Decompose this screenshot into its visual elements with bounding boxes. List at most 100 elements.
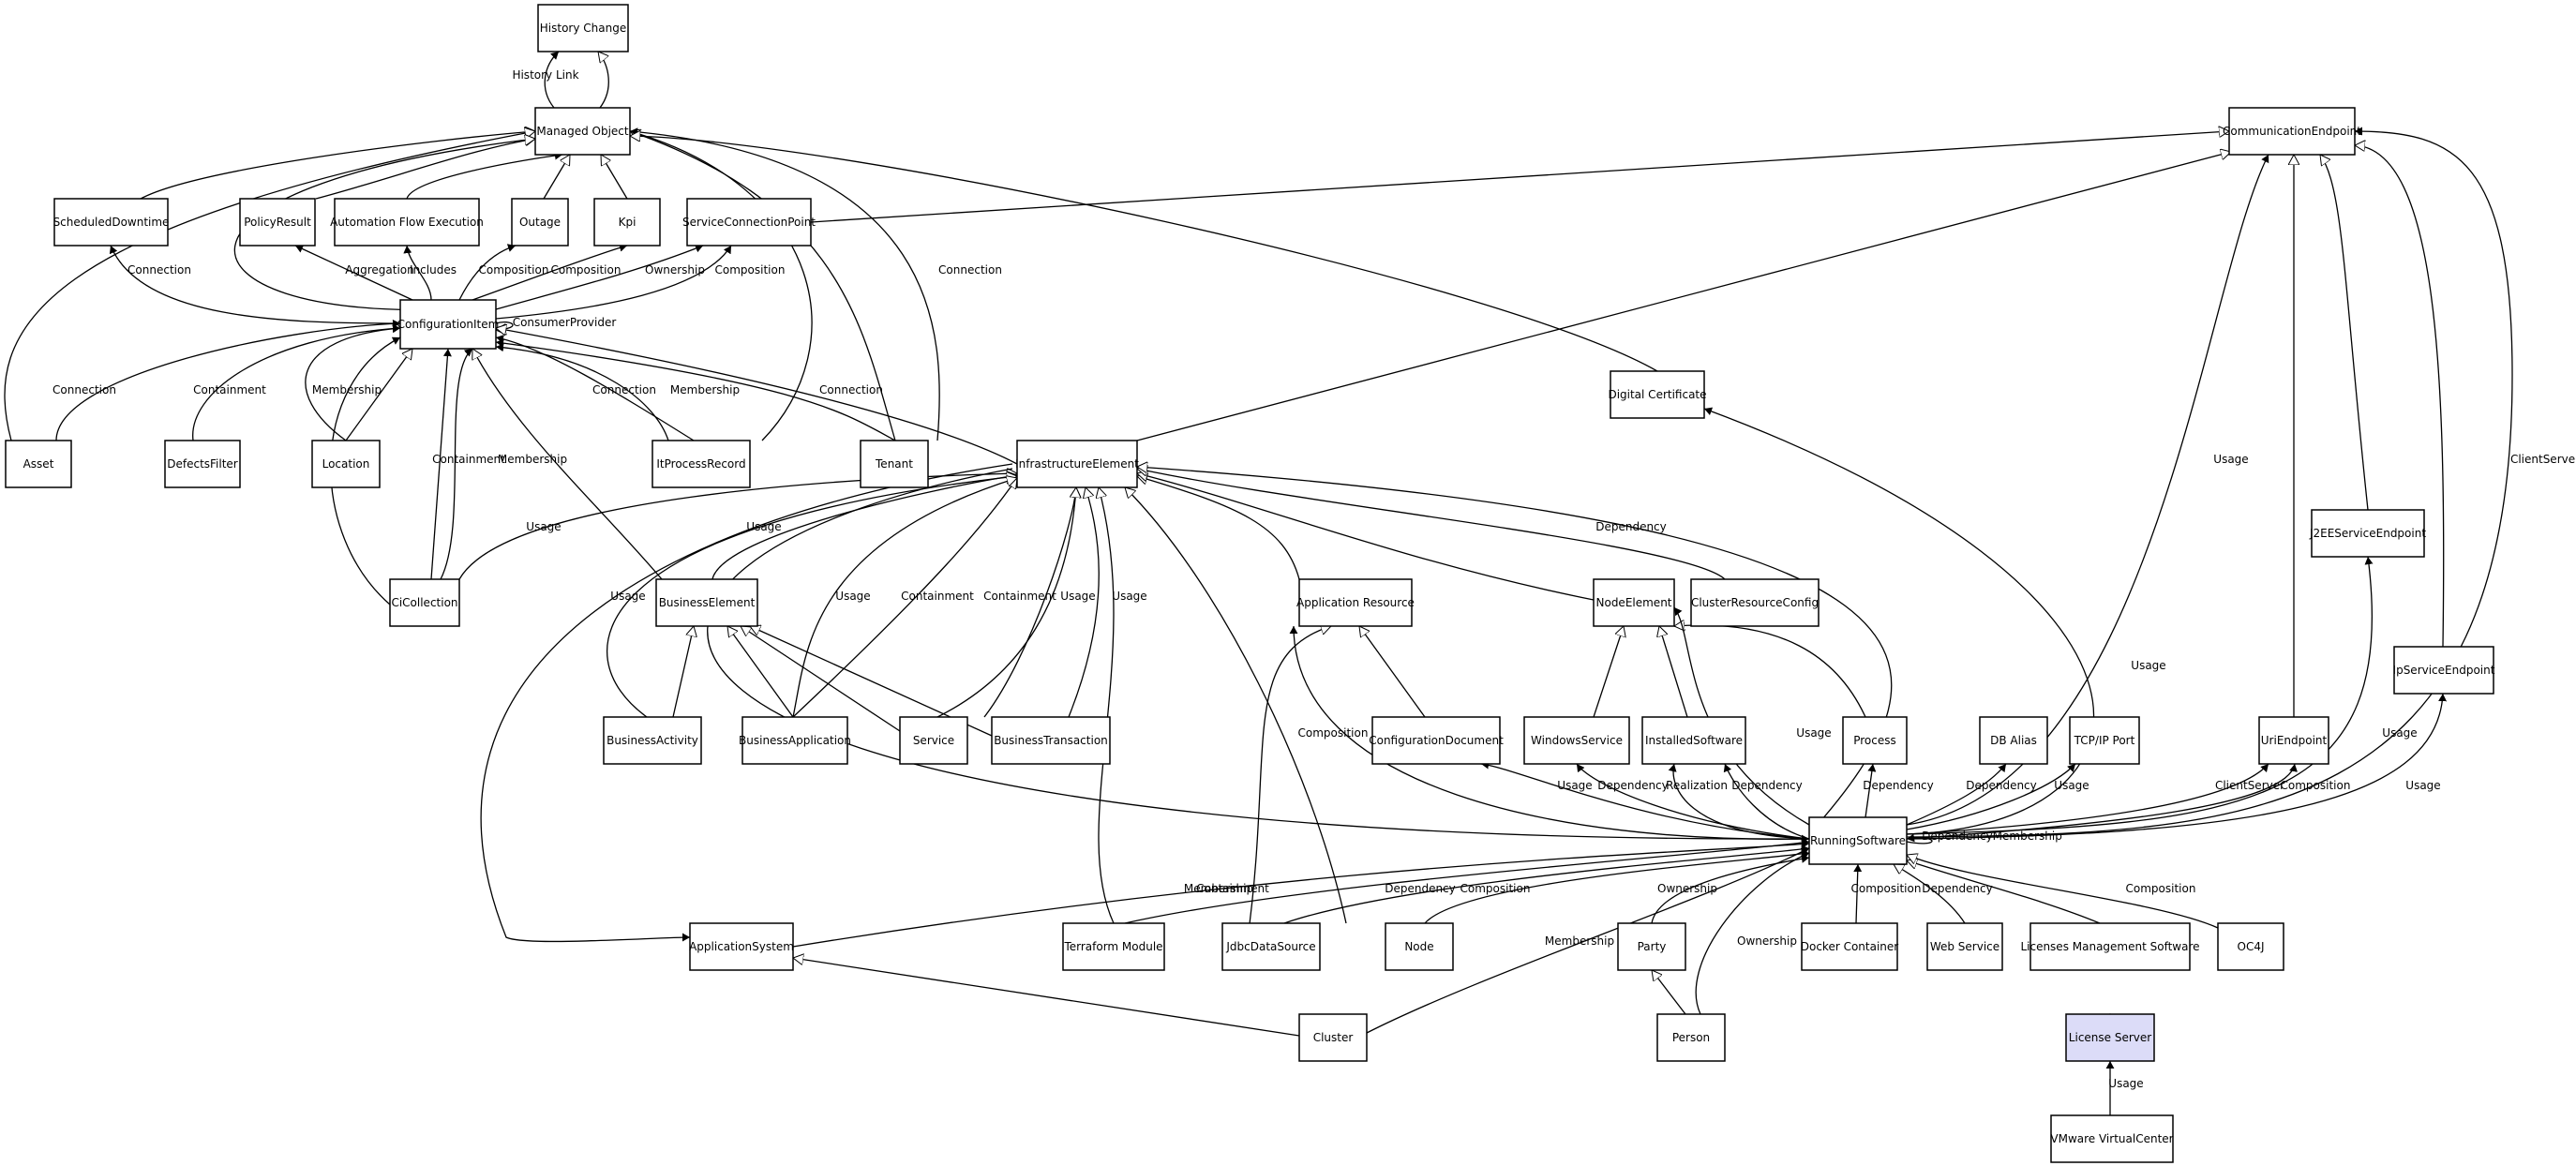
class-node-history-change[interactable]: History Change bbox=[537, 4, 629, 52]
class-node-label: Digital Certificate bbox=[1608, 388, 1706, 401]
class-node-node-element[interactable]: NodeElement bbox=[1593, 578, 1675, 627]
edge-line bbox=[1137, 476, 1300, 580]
class-node-ip-service-endpoint[interactable]: IpServiceEndpoint bbox=[2393, 646, 2495, 695]
edge-line bbox=[345, 349, 412, 441]
class-node-licenses-management-software[interactable]: Licenses Management Software bbox=[2020, 922, 2200, 971]
class-node-configuration-document[interactable]: ConfigurationDocument bbox=[1369, 716, 1504, 765]
class-node-scheduled-downtime[interactable]: ScheduledDowntime bbox=[53, 198, 170, 247]
edge-line bbox=[741, 626, 901, 732]
edge-line bbox=[600, 155, 628, 200]
class-node-cluster[interactable]: Cluster bbox=[1298, 1013, 1368, 1062]
class-node-label: Licenses Management Software bbox=[2020, 940, 2199, 953]
class-node-box bbox=[1979, 716, 2048, 765]
edge-containment: Containment bbox=[192, 324, 401, 441]
class-node-policy-result[interactable]: PolicyResult bbox=[239, 198, 316, 247]
class-node-box bbox=[1371, 716, 1501, 765]
edge-containment: Containment bbox=[430, 348, 505, 580]
edge-line bbox=[472, 243, 628, 301]
edge-label: Composition bbox=[1460, 882, 1531, 895]
class-node-infrastructure-element[interactable]: InfrastructureElement bbox=[1015, 440, 1139, 488]
class-node-box bbox=[537, 4, 629, 52]
edge-line bbox=[1099, 487, 1115, 924]
class-node-box bbox=[2217, 922, 2284, 971]
edge-usage: Usage bbox=[2105, 1061, 2144, 1115]
edge-usage: Usage bbox=[1906, 154, 2269, 826]
class-node-managed-object[interactable]: Managed Object bbox=[534, 107, 631, 156]
class-node-label: WindowsService bbox=[1531, 734, 1623, 747]
class-node-it-process-record[interactable]: ItProcessRecord bbox=[651, 440, 751, 488]
class-node-node[interactable]: Node bbox=[1385, 922, 1454, 971]
edge-line bbox=[810, 131, 2229, 223]
edge-connection: Connection bbox=[52, 319, 401, 441]
edge-line bbox=[1906, 556, 2374, 835]
edge-generalization bbox=[1137, 476, 1300, 580]
edge-usage: Usage bbox=[792, 478, 1017, 718]
edge-generalization bbox=[1359, 626, 1426, 718]
class-node-business-activity[interactable]: BusinessActivity bbox=[603, 716, 702, 765]
class-node-defects-filter[interactable]: DefectsFilter bbox=[164, 440, 241, 488]
class-node-terraform-module[interactable]: Terraform Module bbox=[1062, 922, 1165, 971]
edge-ownership: Ownership bbox=[1695, 852, 1810, 1015]
edge-line bbox=[192, 324, 401, 441]
edge-label: Containment bbox=[1196, 882, 1269, 895]
class-node-business-transaction[interactable]: BusinessTransaction bbox=[991, 716, 1111, 765]
class-node-j2ee-service-endpoint[interactable]: J2EEServiceEndpoint bbox=[2309, 509, 2426, 558]
edge-association bbox=[406, 151, 563, 200]
edge-composition: Composition bbox=[1424, 849, 1810, 924]
class-node-configuration-item[interactable]: ConfigurationItem bbox=[397, 299, 500, 350]
edge-label: History Link bbox=[512, 68, 578, 82]
class-node-label: InfrastructureElement bbox=[1015, 457, 1139, 471]
edge-line bbox=[936, 487, 1076, 718]
class-node-ci-collection[interactable]: CiCollection bbox=[389, 578, 460, 627]
class-node-label: NodeElement bbox=[1596, 596, 1672, 609]
class-node-tcp-ip-port[interactable]: TCP/IP Port bbox=[2069, 716, 2140, 765]
edge-client-server: ClientServer bbox=[1906, 763, 2284, 835]
edge-label: Containment bbox=[901, 590, 974, 603]
class-node-box bbox=[2065, 1013, 2155, 1062]
class-node-box bbox=[1690, 578, 1820, 627]
class-node-person[interactable]: Person bbox=[1656, 1013, 1726, 1062]
edge-label: Composition bbox=[551, 263, 622, 277]
class-node-automation-flow-execution[interactable]: Automation Flow Execution bbox=[330, 198, 484, 247]
class-node-application-system[interactable]: ApplicationSystem bbox=[689, 922, 794, 971]
class-node-tenant[interactable]: Tenant bbox=[860, 440, 929, 488]
class-node-service[interactable]: Service bbox=[899, 716, 968, 765]
class-node-installed-software[interactable]: InstalledSoftware bbox=[1641, 716, 1746, 765]
edge-usage: Usage bbox=[458, 473, 1017, 580]
class-node-party[interactable]: Party bbox=[1617, 922, 1686, 971]
class-node-service-connection-point[interactable]: ServiceConnectionPoint bbox=[682, 198, 816, 247]
class-node-asset[interactable]: Asset bbox=[5, 440, 72, 488]
class-node-uri-endpoint[interactable]: UriEndpoint bbox=[2258, 716, 2329, 765]
class-node-application-resource[interactable]: Application Resource bbox=[1296, 578, 1415, 627]
edge-line bbox=[406, 151, 563, 200]
class-node-running-software[interactable]: RunningSoftware bbox=[1808, 816, 1908, 865]
class-node-communication-endpoint[interactable]: CommunicationEndpoint bbox=[2223, 107, 2361, 156]
class-node-business-application[interactable]: BusinessApplication bbox=[739, 716, 851, 765]
class-node-kpi[interactable]: Kpi bbox=[593, 198, 661, 247]
class-node-box bbox=[593, 198, 661, 247]
class-node-jdbc-data-source[interactable]: JdbcDataSource bbox=[1221, 922, 1321, 971]
class-node-location[interactable]: Location bbox=[311, 440, 381, 488]
class-node-process[interactable]: Process bbox=[1842, 716, 1908, 765]
class-node-db-alias[interactable]: DB Alias bbox=[1979, 716, 2048, 765]
edge-line bbox=[496, 328, 1018, 465]
class-node-vmware-virtual-center[interactable]: VMware VirtualCenter bbox=[2050, 1114, 2174, 1163]
class-node-digital-certificate[interactable]: Digital Certificate bbox=[1608, 370, 1707, 419]
edge-label: Dependency bbox=[1966, 779, 2037, 792]
class-node-cluster-resource-config[interactable]: ClusterResourceConfig bbox=[1690, 578, 1820, 627]
class-node-label: Terraform Module bbox=[1063, 940, 1162, 953]
class-node-oc4j[interactable]: OC4J bbox=[2217, 922, 2284, 971]
class-node-web-service[interactable]: Web Service bbox=[1926, 922, 2003, 971]
class-node-docker-container[interactable]: Docker Container bbox=[1801, 922, 1899, 971]
class-node-business-element[interactable]: BusinessElement bbox=[655, 578, 758, 627]
edge-line bbox=[1906, 763, 2298, 840]
edge-line bbox=[1907, 860, 2101, 924]
edge-label: Usage bbox=[2213, 453, 2248, 466]
edge-label: Dependency bbox=[1731, 779, 1803, 792]
class-node-license-server[interactable]: License Server bbox=[2065, 1013, 2155, 1062]
class-node-box bbox=[2311, 509, 2425, 558]
edge-history-link: History Link bbox=[512, 51, 579, 109]
class-node-outage[interactable]: Outage bbox=[511, 198, 569, 247]
class-node-windows-service[interactable]: WindowsService bbox=[1523, 716, 1630, 765]
edge-label: Membership bbox=[1545, 934, 1614, 948]
